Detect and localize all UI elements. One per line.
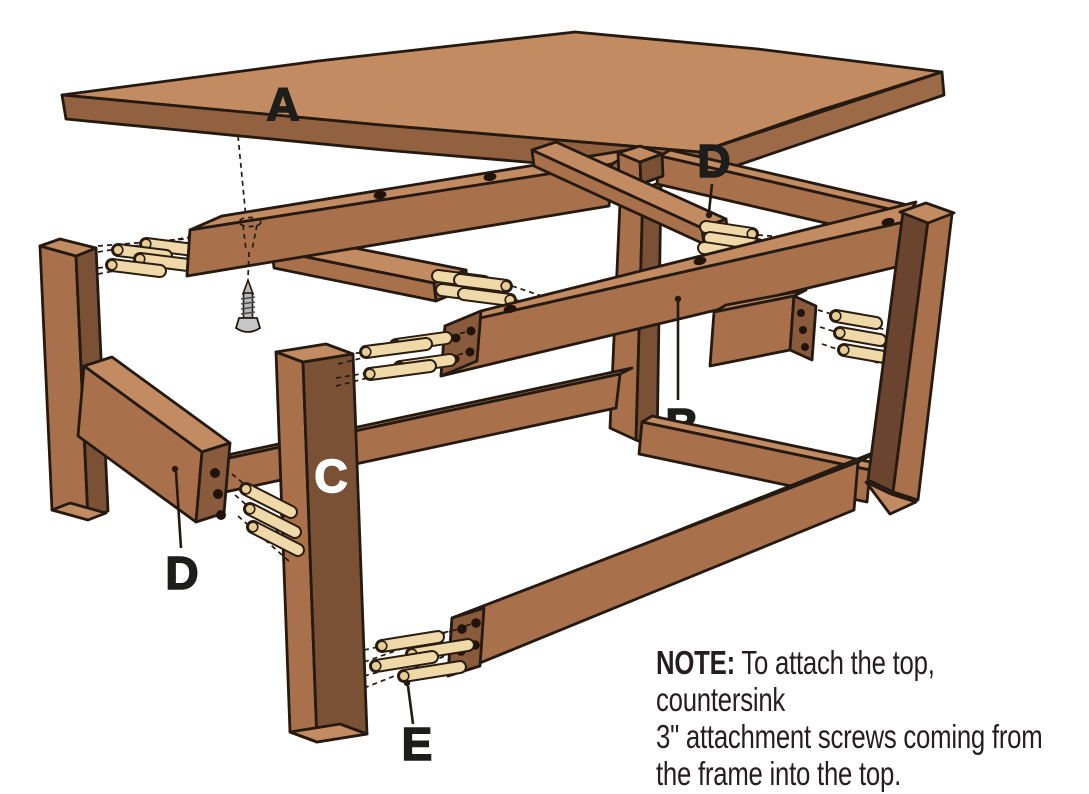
dowel: [359, 337, 433, 359]
leg-right-rear-top: [616, 144, 665, 186]
leader-d-top: [707, 183, 714, 213]
note-line-3: the frame into the top.: [656, 755, 902, 792]
front-bottom-stretcher: [446, 444, 892, 678]
dowel-guides-right: [817, 309, 891, 368]
front-rail: [439, 200, 918, 378]
note-line-1: NOTE: To attach the top, countersink: [656, 644, 935, 718]
note-line-2: 3" attachment screws coming from: [656, 718, 1043, 755]
dowel: [457, 287, 517, 307]
part-label-d-left: D: [165, 547, 198, 599]
part-label-d-top: D: [697, 135, 730, 187]
back-rail: [185, 146, 642, 278]
dowel: [375, 630, 445, 653]
countersink-hole: [373, 190, 387, 200]
side-rail-left: [76, 355, 232, 524]
countersink-hole: [693, 256, 707, 266]
assembly-note: NOTE: To attach the top, countersink 3" …: [656, 644, 1062, 792]
dowel: [139, 237, 201, 257]
countersink-hole: [503, 304, 517, 314]
dowel: [246, 520, 305, 557]
dowel: [243, 502, 302, 539]
dowel: [829, 309, 883, 330]
alignment-line-top-to-screw: [237, 135, 247, 219]
dowel: [239, 482, 298, 519]
side-rail-right-stub: [708, 288, 818, 368]
leader-d-left: [174, 471, 183, 549]
part-label-e: E: [402, 718, 433, 770]
leg-right-front: [864, 201, 956, 516]
dowel: [837, 343, 891, 364]
tabletop: [60, 30, 946, 179]
attachment-screw: [234, 277, 262, 333]
dowel: [369, 650, 439, 673]
part-label-a: A: [266, 78, 299, 130]
back-rail-front-face: [185, 162, 614, 278]
leader-e: [406, 685, 415, 725]
part-label-c: C: [314, 450, 347, 502]
dowel: [397, 660, 467, 683]
countersink-hole: [483, 172, 497, 182]
dowel: [699, 220, 759, 241]
dowel: [363, 359, 437, 381]
dowel: [105, 258, 167, 278]
dowel: [833, 326, 887, 347]
countersink-hole: [881, 217, 895, 227]
note-prefix: NOTE:: [656, 644, 735, 681]
screw-ghost: [238, 216, 262, 279]
dowel: [453, 273, 513, 293]
